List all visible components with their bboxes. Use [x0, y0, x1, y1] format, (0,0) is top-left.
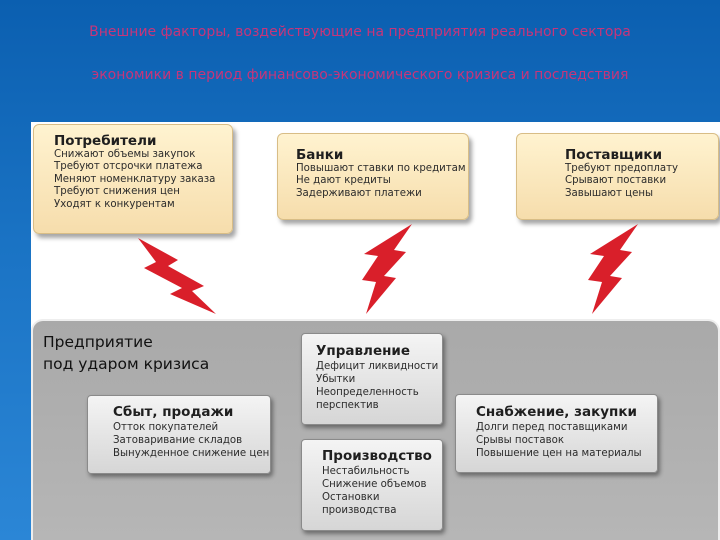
management-item: Дефицит ликвидности [316, 361, 439, 372]
consumers-item: Меняют номенклатуру заказа [54, 173, 216, 185]
lightning-bolt-icon [138, 238, 216, 314]
consumers-item: Требуют отсрочки платежа [54, 161, 203, 173]
sales-card: Сбыт, продажи Отток покупателей Затовари… [87, 395, 271, 474]
procurement-title: Снабжение, закупки [476, 404, 637, 420]
banks-item: Задерживают платежи [296, 187, 422, 199]
sales-title: Сбыт, продажи [113, 404, 234, 420]
slide-title-line-1: Внешние факторы, воздействующие на предп… [89, 24, 631, 40]
management-card: Управление Дефицит ликвидности Убытки Не… [301, 333, 443, 425]
procurement-item: Долги перед поставщиками [476, 422, 628, 433]
production-item: Остановки [322, 492, 380, 503]
production-item: производства [322, 505, 397, 516]
suppliers-title: Поставщики [565, 147, 663, 163]
sales-item: Вынужденное снижение цен [113, 448, 270, 459]
crisis-title: Предприятие под ударом кризиса [43, 331, 209, 375]
suppliers-item: Завышают цены [565, 187, 654, 199]
procurement-card: Снабжение, закупки Долги перед поставщик… [455, 394, 658, 473]
banks-title: Банки [296, 147, 344, 163]
management-item: Неопределенность [316, 387, 419, 398]
consumers-card: Потребители Снижают объемы закупок Требу… [33, 124, 233, 234]
lightning-bolt-icon [588, 224, 638, 314]
consumers-item: Требуют снижения цен [54, 186, 180, 198]
production-item: Нестабильность [322, 466, 410, 477]
procurement-item: Повышение цен на материалы [476, 448, 642, 459]
suppliers-item: Требуют предоплату [565, 163, 679, 174]
banks-card: Банки Повышают ставки по кредитам Не даю… [277, 133, 469, 220]
management-title: Управление [316, 343, 411, 359]
production-title: Производство [322, 448, 432, 464]
consumers-title: Потребители [54, 133, 157, 149]
procurement-item: Срывы поставок [476, 435, 564, 446]
lightning-bolt-icon [362, 224, 412, 314]
consumers-item: Уходят к конкурентам [54, 198, 175, 210]
crisis-title-line-2: под ударом кризиса [43, 355, 210, 373]
management-item: перспектив [316, 400, 379, 411]
banks-item: Не дают кредиты [296, 175, 391, 187]
management-item: Убытки [316, 374, 356, 385]
banks-item: Повышают ставки по кредитам [296, 163, 466, 174]
suppliers-item: Срывают поставки [565, 175, 667, 187]
crisis-title-line-1: Предприятие [43, 333, 153, 351]
production-card: Производство Нестабильность Снижение объ… [301, 439, 443, 531]
production-item: Снижение объемов [322, 479, 427, 490]
sales-item: Затоваривание складов [113, 435, 243, 446]
consumers-item: Снижают объемы закупок [54, 149, 196, 160]
sales-item: Отток покупателей [113, 422, 219, 433]
slide-title-line-2: экономики в период финансово-экономическ… [91, 67, 629, 83]
suppliers-card: Поставщики Требуют предоплату Срывают по… [516, 133, 719, 220]
